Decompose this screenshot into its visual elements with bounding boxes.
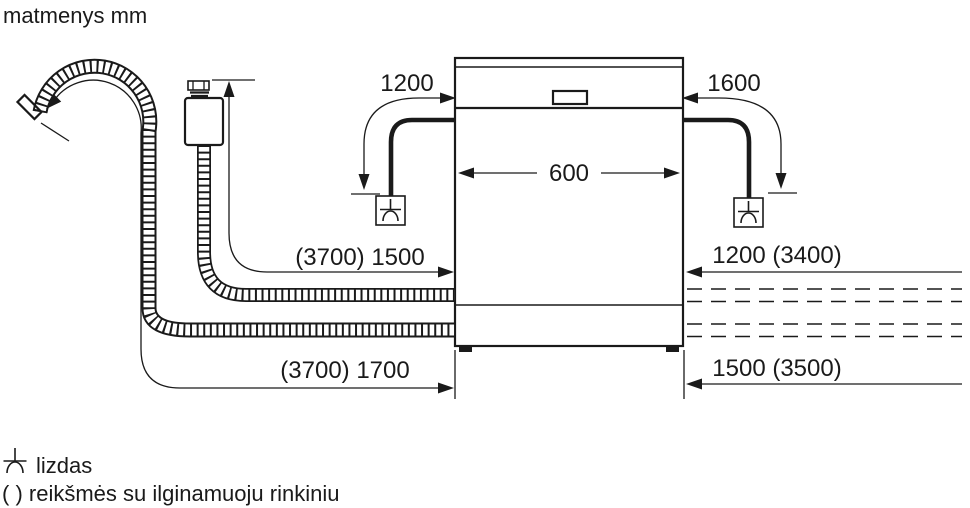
tap-nut bbox=[187, 80, 210, 91]
hose-end-cap bbox=[15, 93, 44, 121]
hoses-dashed-right bbox=[687, 288, 962, 338]
socket-box bbox=[375, 195, 406, 226]
dimension-width-600: 600 bbox=[458, 160, 680, 187]
dimension-upper-right: 1200 (3400) bbox=[686, 242, 962, 278]
cord-left-label: 1200 bbox=[380, 70, 433, 97]
arrowhead-up bbox=[223, 81, 235, 97]
arrowhead-down bbox=[775, 173, 787, 189]
width-label: 600 bbox=[549, 160, 589, 187]
dimension-drain-hose: (3700) 1700 bbox=[40, 79, 454, 394]
hose-corrugation bbox=[33, 59, 455, 337]
arrowhead-left bbox=[458, 167, 474, 179]
door-handle bbox=[551, 89, 589, 106]
arrowhead-right bbox=[438, 266, 454, 278]
power-cord-right bbox=[683, 117, 752, 198]
dishwasher bbox=[453, 56, 685, 352]
legend-socket-label: lizdas bbox=[36, 453, 92, 478]
socket-icon bbox=[3, 448, 27, 474]
diagram-title: matmenys mm bbox=[3, 3, 147, 28]
dimension-1600-right: 1600 bbox=[682, 70, 797, 194]
arrowhead-left bbox=[686, 378, 702, 390]
arrowhead-left bbox=[682, 92, 698, 104]
dimension-1200-left: 1200 bbox=[351, 70, 456, 195]
dimension-supply-hose: (3700) 1500 bbox=[212, 79, 454, 278]
dimension-lower-right: 1500 (3500) bbox=[686, 355, 962, 390]
arrowhead-right bbox=[438, 382, 454, 394]
supply-hose-label: (3700) 1500 bbox=[295, 244, 424, 271]
legend: lizdas ( ) reikšmės su ilginamuoju rinki… bbox=[2, 448, 339, 506]
socket-box bbox=[733, 197, 764, 228]
arrowhead-down bbox=[358, 174, 370, 190]
arrowhead-right bbox=[664, 167, 680, 179]
supply-hose bbox=[183, 80, 455, 302]
right-foot bbox=[666, 346, 679, 352]
socket-symbol-right bbox=[733, 197, 764, 228]
socket-symbol-left bbox=[375, 195, 406, 226]
lower-right-label: 1500 (3500) bbox=[712, 355, 841, 382]
cord-right-label: 1600 bbox=[707, 70, 760, 97]
legend-parentheses-note: ( ) reikšmės su ilginamuoju rinkiniu bbox=[2, 481, 339, 506]
arrowhead-right bbox=[440, 92, 456, 104]
aquastop-valve bbox=[183, 96, 225, 147]
power-cord-left bbox=[388, 117, 455, 196]
drain-hose bbox=[15, 58, 455, 338]
left-foot bbox=[459, 346, 472, 352]
upper-right-label: 1200 (3400) bbox=[712, 242, 841, 269]
arrowhead-left bbox=[686, 266, 702, 278]
drain-hose-label: (3700) 1700 bbox=[280, 357, 409, 384]
tick bbox=[40, 122, 70, 142]
dishwasher-outline bbox=[453, 56, 685, 348]
